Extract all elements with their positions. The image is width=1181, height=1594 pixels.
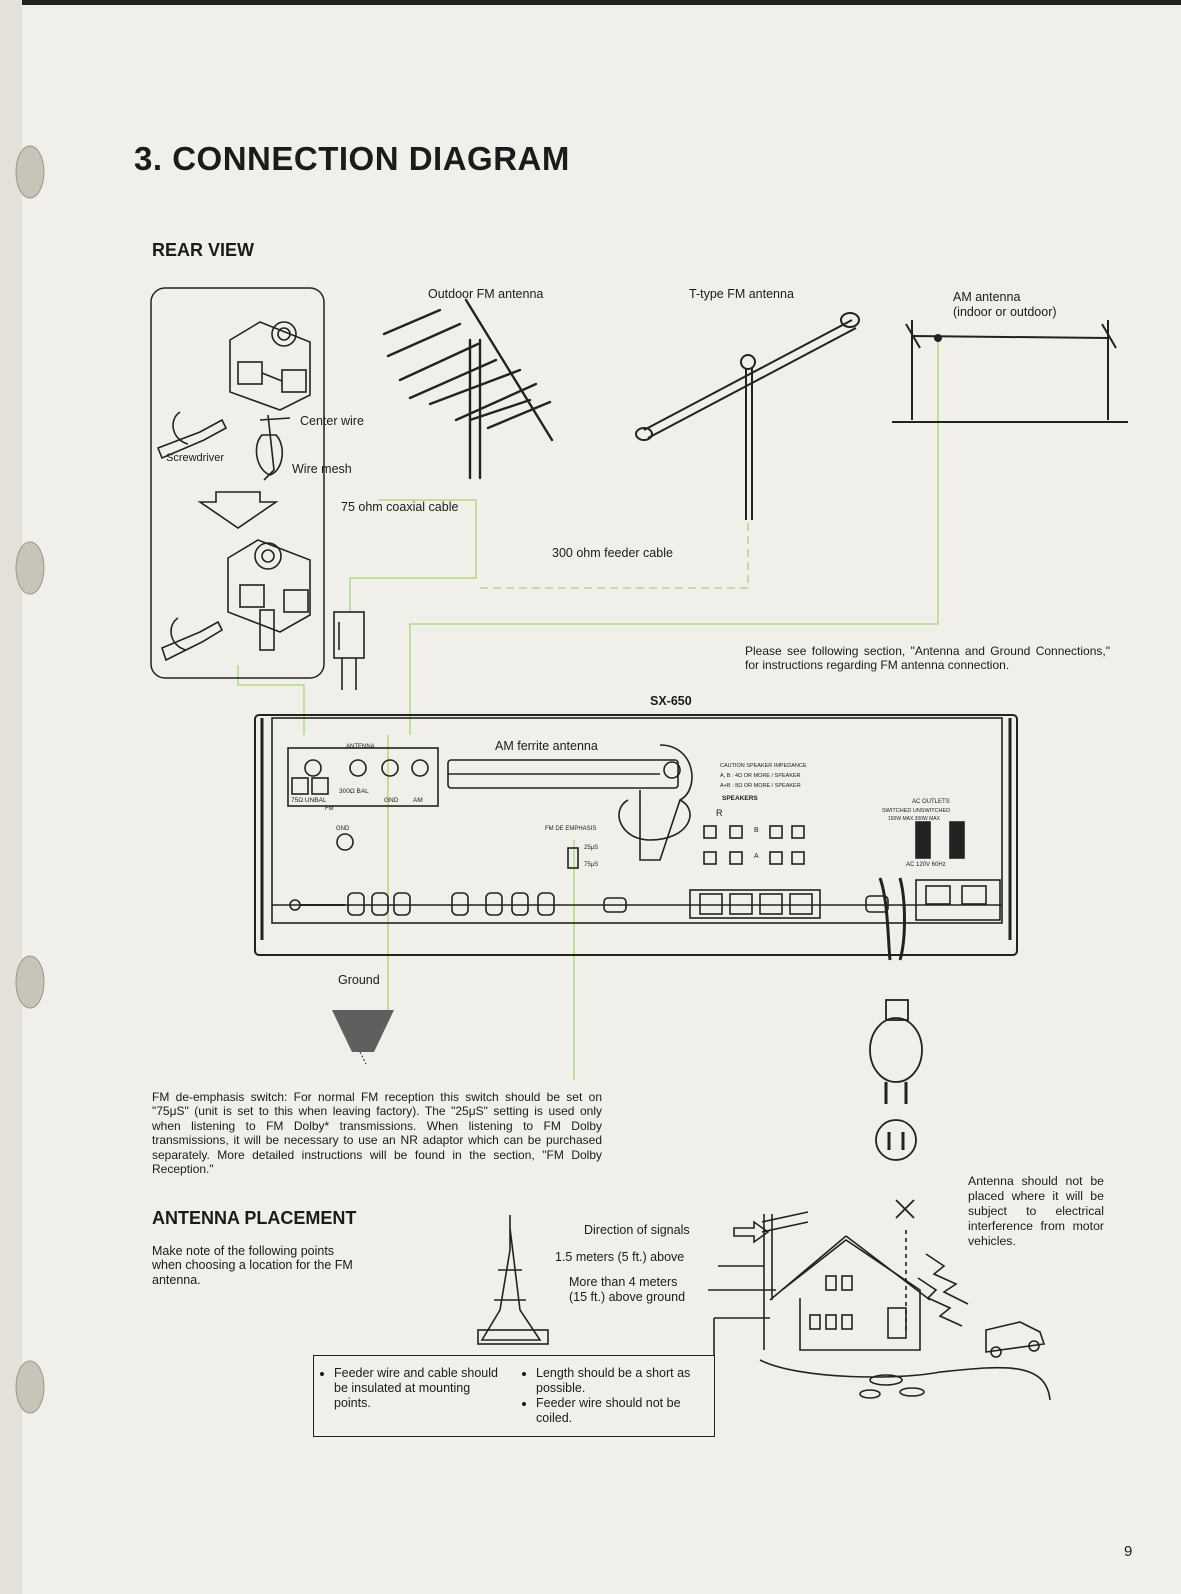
antenna-placement-intro: Make note of the following points when c… <box>152 1244 353 1287</box>
placement-notes-left: Feeder wire and cable should be insulate… <box>314 1366 504 1411</box>
interference-warning: Antenna should not be placed where it wi… <box>968 1174 1104 1248</box>
gnd-label: GND <box>384 797 399 804</box>
am-antenna-sublabel: (indoor or outdoor) <box>953 305 1057 319</box>
note-length: Length should be a short as possible. <box>536 1366 701 1396</box>
page-number: 9 <box>1124 1543 1133 1560</box>
speakers-label: SPEAKERS <box>722 795 758 802</box>
placement-notes-right: Length should be a short as possible. Fe… <box>516 1366 701 1426</box>
binder-holes <box>0 0 45 1594</box>
fm-de-emphasis-note: FM de-emphasis switch: For normal FM rec… <box>152 1090 602 1177</box>
antenna-placement-heading: ANTENNA PLACEMENT <box>152 1208 357 1228</box>
ac-max-label: 150W MAX 300W MAX <box>888 816 940 822</box>
speaker-caution-line-3: A+B : 8Ω OR MORE / SPEAKER <box>720 783 801 789</box>
ac-rating-label: AC 120V 60Hz <box>906 862 946 868</box>
speaker-caution-line-2: A, B : 4Ω OR MORE / SPEAKER <box>720 773 801 779</box>
page-top-edge <box>0 0 1181 5</box>
wire-mesh-label: Wire mesh <box>292 462 352 476</box>
note-not-coiled: Feeder wire should not be coiled. <box>536 1396 701 1426</box>
am-ferrite-antenna-label: AM ferrite antenna <box>495 739 598 753</box>
fm-de-emphasis-label: FM DE EMPHASIS <box>545 826 597 832</box>
model-label: SX-650 <box>650 694 692 708</box>
am-terminal-label: AM <box>413 797 423 804</box>
us75-label: 75μS <box>584 862 599 868</box>
more-than-label: More than 4 meters <box>569 1275 678 1289</box>
outdoor-fm-antenna-label: Outdoor FM antenna <box>428 287 544 301</box>
screwdriver-label: Screwdriver <box>166 452 225 464</box>
fm-antenna-connection-note: Please see following section, "Antenna a… <box>745 644 1110 673</box>
speaker-caution-line-1: CAUTION SPEAKER IMPEDANCE <box>720 763 807 769</box>
height-above-label: 1.5 meters (5 ft.) above <box>555 1250 685 1264</box>
placement-notes-box: Feeder wire and cable should be insulate… <box>313 1355 715 1437</box>
ac-switched-label: SWITCHED UNSWITCHED <box>882 808 951 814</box>
speaker-a-label: A <box>754 853 759 860</box>
antenna-panel-label: ANTENNA <box>346 744 375 750</box>
speaker-r-label: R <box>716 808 723 818</box>
ohm-75-unbal-label: 75Ω UNBAL <box>291 797 327 804</box>
fm-terminal-label: FM <box>325 806 334 812</box>
ac-outlets-label: AC OUTLETS <box>912 799 950 805</box>
am-antenna-label: AM antenna <box>953 290 1021 304</box>
above-ground-label: (15 ft.) above ground <box>569 1290 686 1304</box>
note-insulated: Feeder wire and cable should be insulate… <box>334 1366 504 1411</box>
gnd-post-label: GND <box>336 826 350 832</box>
rear-view-heading: REAR VIEW <box>152 240 255 260</box>
page-title: 3. CONNECTION DIAGRAM <box>134 140 570 177</box>
coax-cable-label: 75 ohm coaxial cable <box>341 500 459 514</box>
us25-label: 25μS <box>584 845 599 851</box>
speaker-b-label: B <box>754 827 759 834</box>
center-wire-label: Center wire <box>300 414 364 428</box>
ohm-300-bal-label: 300Ω BAL <box>339 788 369 795</box>
feeder-cable-label: 300 ohm feeder cable <box>552 546 673 560</box>
ttype-fm-antenna-label: T-type FM antenna <box>689 287 794 301</box>
ground-label: Ground <box>338 973 380 987</box>
direction-of-signals-label: Direction of signals <box>584 1223 690 1237</box>
